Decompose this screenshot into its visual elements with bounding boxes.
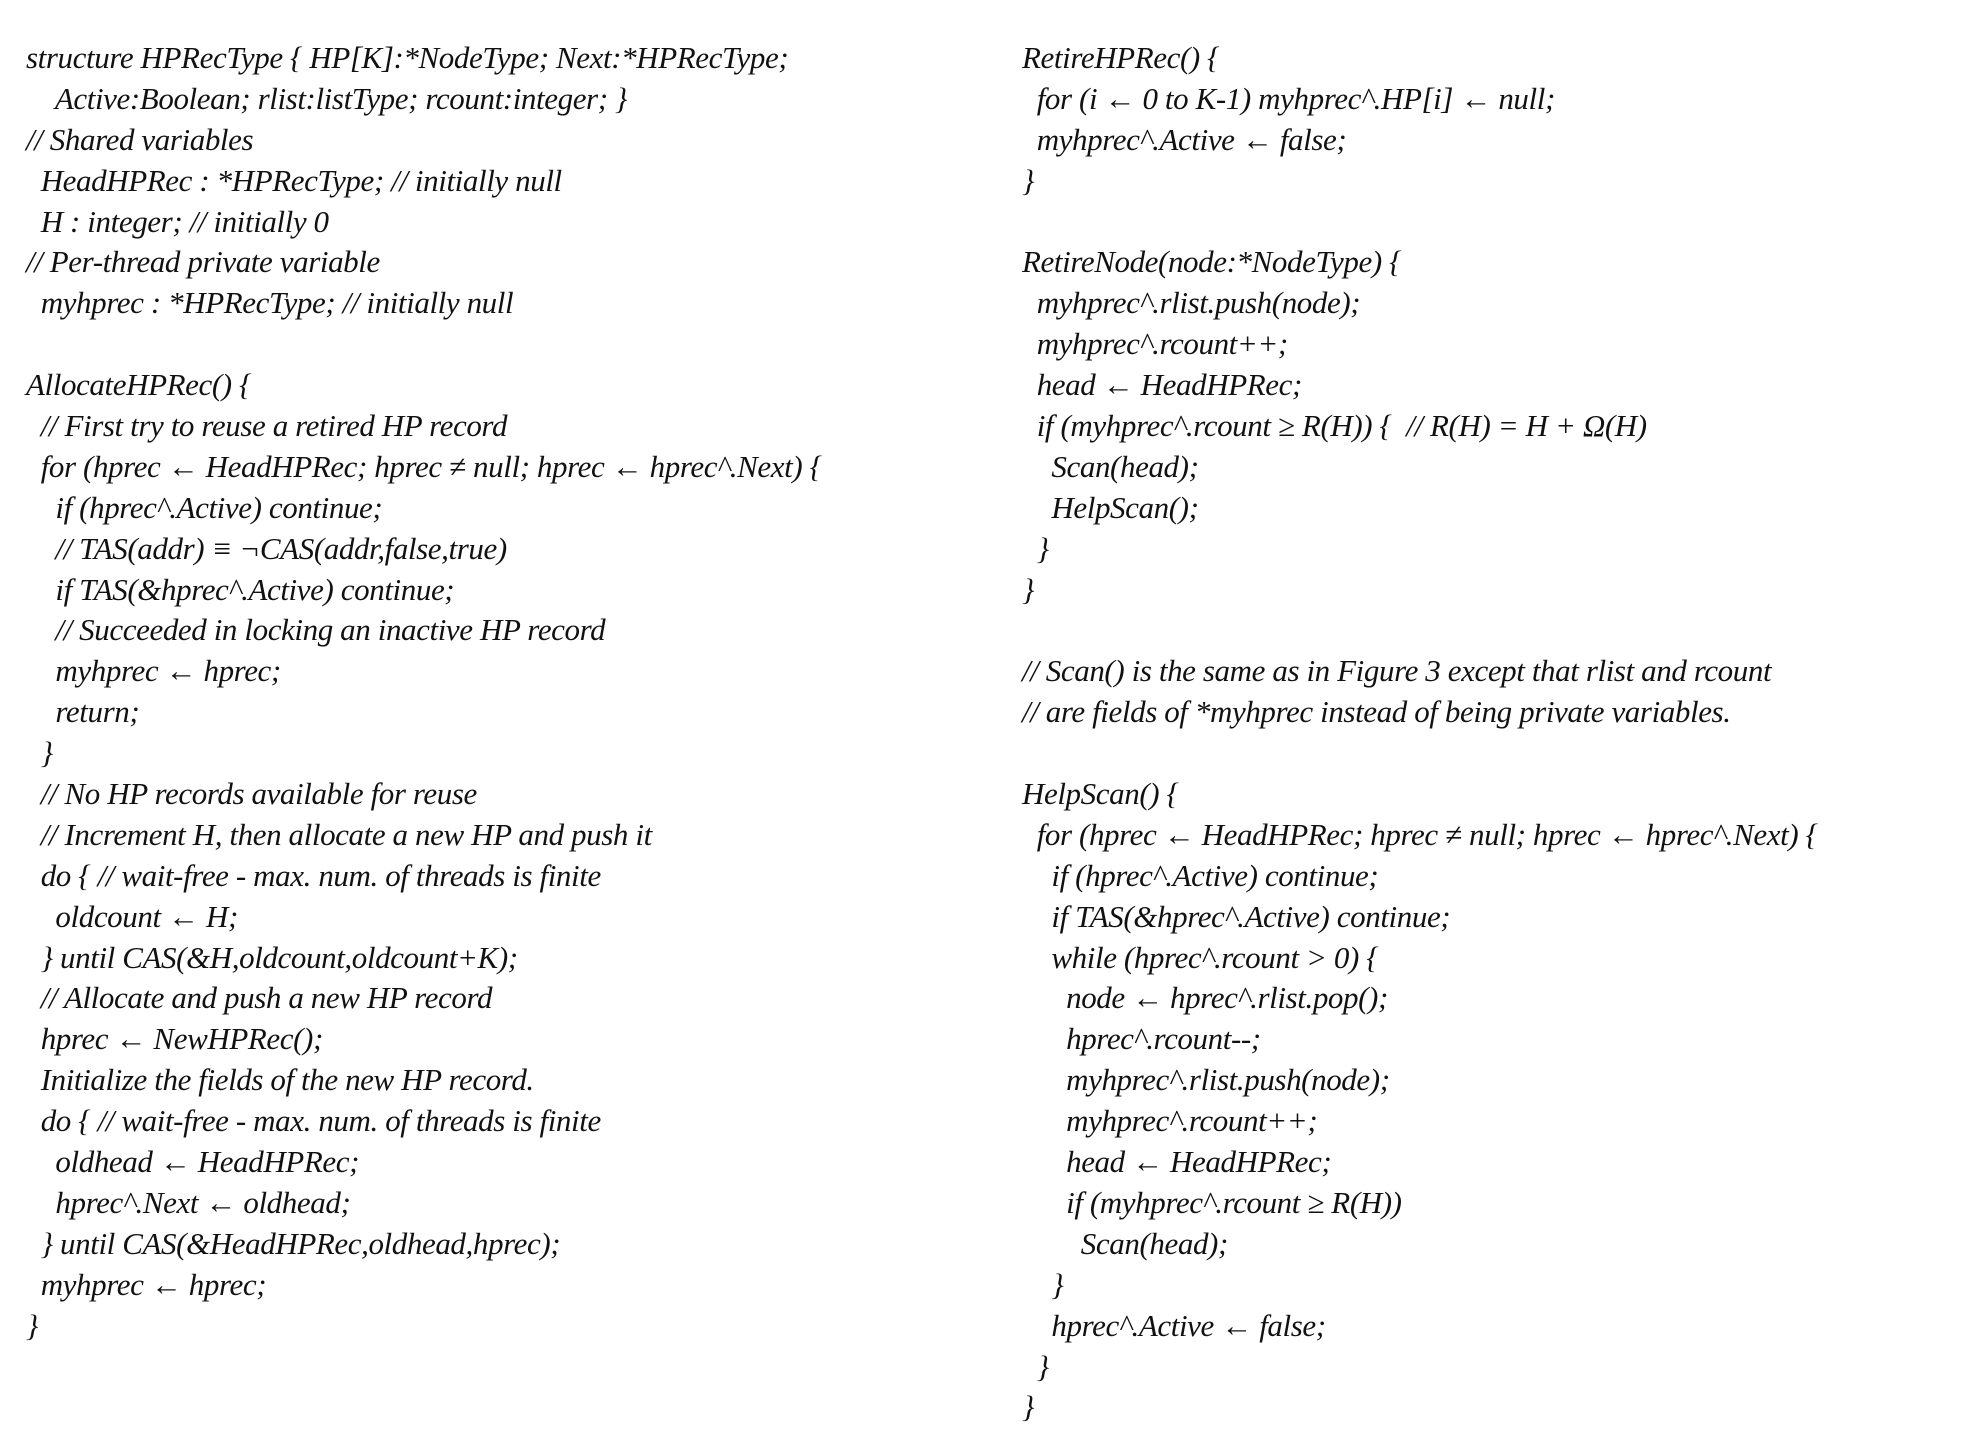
code-line: structure HPRecType { HP[K]:*NodeType; N… [26,40,789,75]
code-line: RetireNode(node:*NodeType) { [1022,244,1402,280]
code-line: AllocateHPRec() { [26,367,252,403]
code-line: if (myhprec^.rcount ≥ R(H)) [1022,1184,1402,1220]
code-line: // No HP records available for reuse [26,776,478,812]
code-line [1022,610,1957,651]
code-line [1022,733,1957,774]
code-line: // Per-thread private variable [26,244,380,280]
code-line: do { // wait-free - max. num. of threads… [26,857,602,893]
code-line: if (hprec^.Active) continue; [26,489,383,525]
code-line: // are fields of *myhprec instead of bei… [1022,694,1731,730]
code-line: while (hprec^.rcount > 0) { [1022,939,1379,975]
code-line: hprec^.rcount--; [1022,1021,1261,1057]
code-line: myhprec ← hprec; [26,653,281,689]
code-line: } [1022,1389,1034,1425]
code-line: myhprec^.rlist.push(node); [1022,285,1361,321]
code-line: } until CAS(&H,oldcount,oldcount+K); [26,939,518,975]
code-line: hprec ← NewHPRec(); [26,1021,324,1057]
code-line: myhprec^.Active ← false; [1022,121,1347,157]
code-line [1022,202,1957,243]
code-line: node ← hprec^.rlist.pop(); [1022,980,1388,1016]
code-line: } [26,735,53,771]
code-line: if (hprec^.Active) continue; [1022,857,1379,893]
code-line: myhprec^.rcount++; [1022,326,1289,362]
code-line: // Increment H, then allocate a new HP a… [26,816,653,852]
code-line: RetireHPRec() { [1022,40,1220,75]
code-line: H : integer; // initially 0 [26,203,329,239]
code-line: return; [26,694,140,730]
code-line: for (hprec ← HeadHPRec; hprec ≠ null; hp… [1022,816,1818,852]
code-line: do { // wait-free - max. num. of threads… [26,1103,602,1139]
code-line: // Allocate and push a new HP record [26,980,493,1016]
code-line: Scan(head); [1022,448,1199,484]
code-line: oldhead ← HeadHPRec; [26,1144,360,1180]
code-line: if (myhprec^.rcount ≥ R(H)) { // R(H) = … [1022,408,1647,444]
code-line: head ← HeadHPRec; [1022,1144,1332,1180]
code-line: } [26,1307,38,1343]
code-line [26,324,966,365]
code-line: // First try to reuse a retired HP recor… [26,408,508,444]
code-line: head ← HeadHPRec; [1022,367,1303,403]
code-line: if TAS(&hprec^.Active) continue; [26,571,455,607]
code-line: } [1022,1348,1049,1384]
code-line: } [1022,162,1034,198]
code-line: for (hprec ← HeadHPRec; hprec ≠ null; hp… [26,448,822,484]
code-line: HelpScan() { [1022,776,1179,812]
code-line: Scan(head); [1022,1225,1228,1261]
code-line: } [1022,530,1049,566]
code-line: HeadHPRec : *HPRecType; // initially nul… [26,162,562,198]
code-line: myhprec : *HPRecType; // initially null [26,285,514,321]
code-line: Active:Boolean; rlist:listType; rcount:i… [26,80,628,116]
left-code-column: structure HPRecType { HP[K]:*NodeType; N… [26,38,966,1347]
code-line: hprec^.Active ← false; [1022,1307,1326,1343]
code-line: // TAS(addr) ≡ ¬CAS(addr,false,true) [26,530,507,566]
code-line: // Scan() is the same as in Figure 3 exc… [1022,653,1772,689]
code-line: oldcount ← H; [26,898,238,934]
code-line: // Succeeded in locking an inactive HP r… [26,612,606,648]
right-code-column: RetireHPRec() { for (i ← 0 to K-1) myhpr… [1022,38,1957,1428]
code-line: hprec^.Next ← oldhead; [26,1184,351,1220]
code-line: HelpScan(); [1022,489,1199,525]
code-line: for (i ← 0 to K-1) myhprec^.HP[i] ← null… [1022,80,1556,116]
code-line: myhprec^.rcount++; [1022,1103,1318,1139]
code-line: Initialize the fields of the new HP reco… [26,1062,534,1098]
code-line: } [1022,571,1034,607]
code-line: myhprec ← hprec; [26,1266,267,1302]
code-line: if TAS(&hprec^.Active) continue; [1022,898,1451,934]
code-line: myhprec^.rlist.push(node); [1022,1062,1390,1098]
code-line: // Shared variables [26,121,254,157]
code-line: } until CAS(&HeadHPRec,oldhead,hprec); [26,1225,561,1261]
code-line: } [1022,1266,1064,1302]
